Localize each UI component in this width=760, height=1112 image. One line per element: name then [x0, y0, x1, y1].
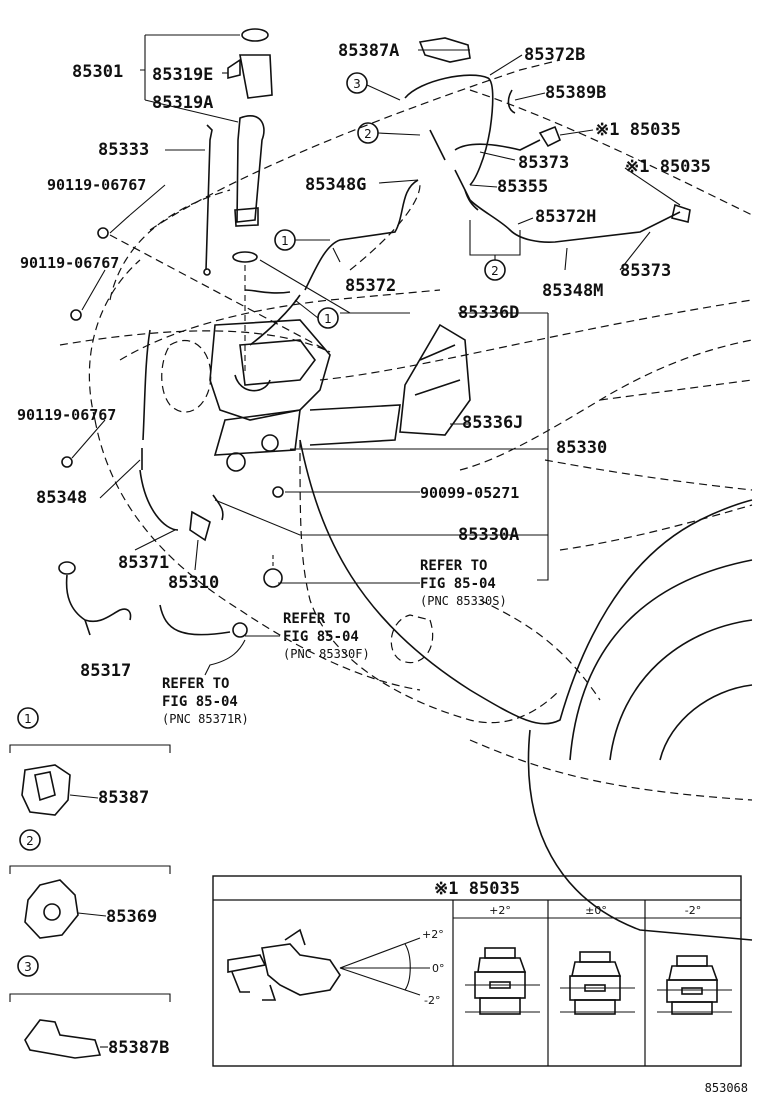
bolts [61, 214, 284, 498]
refer-note-85371R: REFER TO FIG 85-04 (PNC 85371R) [162, 676, 249, 726]
label-90099-05271: 90099-05271 [420, 484, 519, 502]
refer-line1: REFER TO [283, 611, 350, 627]
legend-num-2: 2 [26, 834, 34, 848]
callout-num-3: 3 [353, 77, 361, 91]
nozzle-side-view: +2° 0° -2° [227, 928, 445, 1007]
refer-note-85330F: REFER TO FIG 85-04 (PNC 85330F) [283, 611, 370, 661]
refer-line2: FIG 85-04 [420, 576, 496, 592]
angle-plus2: +2° [422, 928, 444, 941]
label-85330: 85330 [556, 438, 607, 458]
label-85373-a: 85373 [518, 153, 569, 173]
refer-pnc: (PNC 85330F) [283, 647, 370, 661]
callout-3 [346, 72, 368, 94]
col-zero: ±0° [585, 904, 607, 917]
legend-item-2: 2 85369 [9, 829, 171, 939]
tank-liner [399, 323, 471, 436]
label-85389B: 85389B [545, 83, 606, 103]
left-hoses [139, 329, 283, 638]
callout-num-1: 1 [281, 234, 289, 248]
label-85336D: 85336D [458, 303, 519, 323]
guide-lines [59, 184, 421, 353]
label-85035-a: ※1 85035 [595, 120, 681, 140]
leader-lines [71, 34, 681, 676]
refer-line1: REFER TO [420, 558, 487, 574]
col-minus2: -2° [685, 904, 701, 917]
refer-pnc: (PNC 85371R) [162, 712, 249, 726]
label-85348M: 85348M [542, 281, 603, 301]
label-85319E: 85319E [152, 65, 213, 85]
legend-part-85369: 85369 [106, 907, 157, 927]
label-85319A: 85319A [152, 93, 213, 113]
label-85372H: 85372H [535, 207, 596, 227]
label-85371: 85371 [118, 553, 169, 573]
label-85035-b: ※1 85035 [625, 157, 711, 177]
legend-num-3: 3 [24, 960, 32, 974]
washer-tank [209, 319, 401, 472]
refer-line1: REFER TO [162, 676, 229, 692]
refer-note-85330S: REFER TO FIG 85-04 (PNC 85330S) [420, 558, 507, 608]
table-title: ※1 85035 [434, 879, 520, 899]
label-85348: 85348 [36, 488, 87, 508]
label-85348G: 85348G [305, 175, 366, 195]
callout-markers [274, 72, 506, 329]
label-85373-b: 85373 [620, 261, 671, 281]
nozzle-parts [538, 125, 691, 223]
label-85355: 85355 [497, 177, 548, 197]
label-85336J: 85336J [462, 413, 523, 433]
callout-num-2b: 2 [491, 264, 499, 278]
refer-line2: FIG 85-04 [162, 694, 238, 710]
angle-zero: 0° [432, 962, 445, 975]
wire-harness [58, 561, 132, 636]
label-85333: 85333 [98, 140, 149, 160]
callout-num-1b: 1 [324, 312, 332, 326]
label-85317: 85317 [80, 661, 131, 681]
angle-minus2: -2° [424, 994, 440, 1007]
label-85372B: 85372B [524, 45, 585, 65]
legend: 1 85387 2 85369 3 85387B [9, 707, 171, 1059]
nozzle-angle-table: ※1 85035 +2° ±0° -2° +2° 0° -2° [212, 875, 742, 1067]
label-85330A: 85330A [458, 525, 519, 545]
label-90119-c: 90119-06767 [17, 406, 116, 424]
level-gauge [203, 124, 213, 276]
legend-item-1: 1 85387 [9, 707, 171, 816]
refer-line2: FIG 85-04 [283, 629, 359, 645]
legend-num-1: 1 [24, 712, 32, 726]
refer-pnc: (PNC 85330S) [420, 594, 507, 608]
nozzle-front-plus2 [465, 947, 540, 1015]
part-labels: 85301 85319E 85319A 85333 90119-06767 90… [17, 41, 711, 681]
callout-num-2: 2 [364, 127, 372, 141]
legend-part-85387: 85387 [98, 788, 149, 808]
washer-hoses [244, 74, 681, 346]
col-plus2: +2° [489, 904, 511, 917]
nozzle-bracket [418, 37, 471, 63]
label-85387A: 85387A [338, 41, 399, 61]
label-85301: 85301 [72, 62, 123, 82]
nozzle-front-zero [560, 951, 635, 1015]
legend-part-85387B: 85387B [108, 1038, 169, 1058]
fender-wheel-arch [299, 439, 753, 941]
legend-item-3: 3 85387B [9, 955, 171, 1059]
filler-neck [227, 28, 273, 375]
diagram-code: 853068 [705, 1081, 748, 1095]
label-85372: 85372 [345, 276, 396, 296]
label-90119-a: 90119-06767 [47, 176, 146, 194]
callout-numbers: 3 2 1 1 2 [281, 77, 499, 326]
nozzle-front-minus2 [657, 955, 732, 1015]
label-85310: 85310 [168, 573, 219, 593]
label-90119-b: 90119-06767 [20, 254, 119, 272]
